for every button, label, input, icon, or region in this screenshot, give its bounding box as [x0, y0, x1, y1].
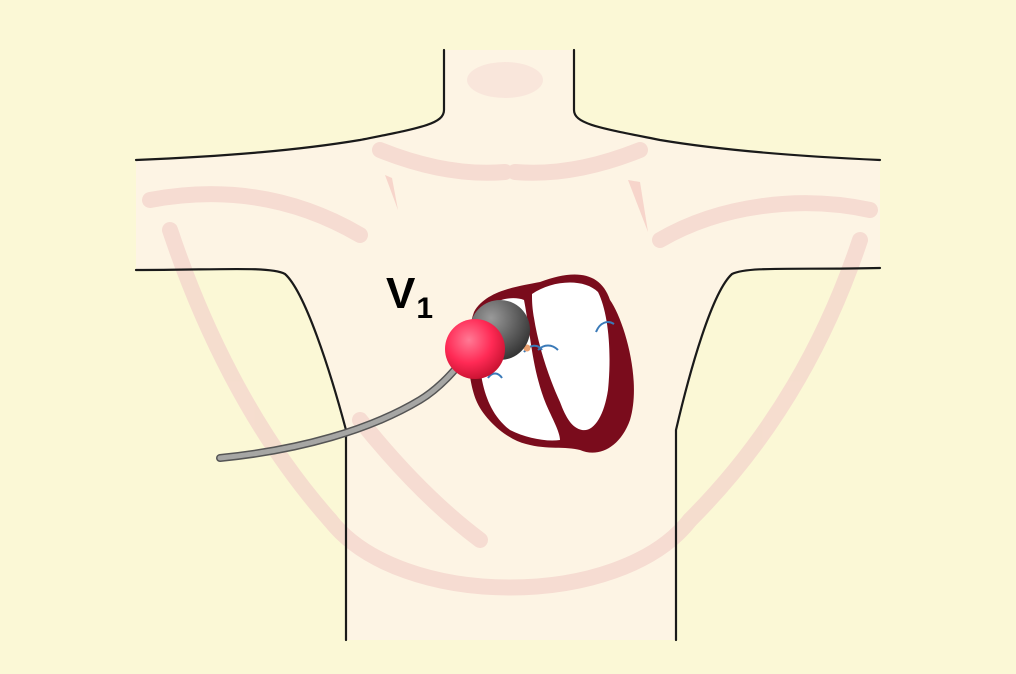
electrode-pad [445, 319, 505, 379]
lead-subscript: 1 [416, 292, 433, 325]
lead-label: V1 [386, 272, 433, 316]
lead-letter: V [386, 269, 415, 318]
